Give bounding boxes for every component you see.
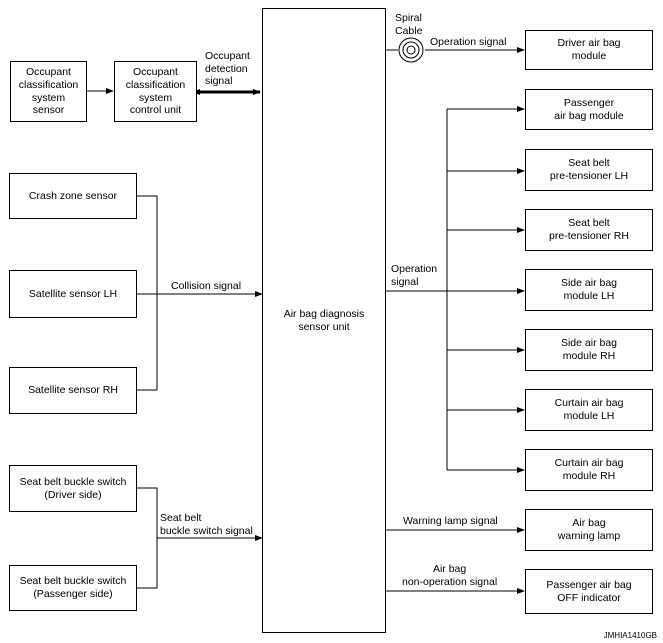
- side-airbag-lh-box: Side air bag module LH: [525, 269, 653, 311]
- box-text: Driver air bag: [557, 37, 621, 50]
- spiral-cable-icon: [398, 37, 424, 63]
- collision-bracket: [137, 195, 158, 391]
- figure-code: JMHIA1410GB: [603, 631, 657, 640]
- occupant-detection-signal-label: Occupant detection signal: [205, 50, 250, 88]
- box-text: OFF indicator: [557, 591, 621, 604]
- label-text: Seat belt: [160, 512, 202, 524]
- box-text: Occupant: [133, 66, 178, 79]
- non-operation-signal-label: Air bag non-operation signal: [402, 563, 497, 588]
- label-text: signal: [391, 275, 419, 288]
- box-text: Occupant: [26, 66, 71, 79]
- label-text: Occupant: [205, 50, 250, 62]
- curtain-airbag-rh-box: Curtain air bag module RH: [525, 449, 653, 491]
- box-text: warning lamp: [557, 530, 621, 542]
- box-text: Passenger air bag: [546, 578, 632, 591]
- box-text: module RH: [562, 470, 616, 482]
- driver-airbag-module-box: Driver air bag module: [525, 30, 653, 70]
- occupant-classification-sensor-box: Occupant classification system sensor: [10, 61, 87, 122]
- label-text: Cable: [395, 24, 423, 37]
- operation-signal-label: Operation signal: [391, 263, 437, 288]
- warning-lamp-signal-label: Warning lamp signal: [403, 515, 498, 528]
- collision-signal-label: Collision signal: [171, 280, 241, 293]
- side-airbag-rh-box: Side air bag module RH: [525, 329, 653, 371]
- curtain-airbag-lh-box: Curtain air bag module LH: [525, 389, 653, 431]
- label-text: detection: [205, 62, 248, 75]
- label-text: non-operation signal: [402, 575, 498, 588]
- buckle-bracket: [137, 487, 158, 589]
- occupant-control-unit-box: Occupant classification system control u…: [114, 61, 197, 122]
- box-text: Air bag: [572, 517, 606, 530]
- box-text: Curtain air bag: [554, 457, 624, 470]
- box-text: Curtain air bag: [554, 397, 624, 410]
- box-text: system: [31, 91, 66, 104]
- box-text: module: [571, 50, 607, 62]
- box-text: pre-tensioner LH: [549, 170, 629, 182]
- pretensioner-lh-box: Seat belt pre-tensioner LH: [525, 149, 653, 191]
- box-text: (Passenger side): [33, 588, 113, 600]
- box-text: Passenger: [563, 96, 615, 109]
- box-text: Crash zone sensor: [28, 189, 118, 202]
- box-text: Side air bag: [560, 337, 618, 350]
- label-text: Air bag: [432, 563, 467, 575]
- box-text: classification: [18, 78, 79, 91]
- box-text: Satellite sensor RH: [28, 384, 118, 397]
- box-text: air bag module: [554, 109, 624, 122]
- label-text: Operation signal: [430, 36, 507, 48]
- box-text: control unit: [129, 104, 182, 117]
- buckle-switch-signal-label: Seat belt buckle switch signal: [160, 512, 253, 537]
- passenger-airbag-off-indicator-box: Passenger air bag OFF indicator: [525, 569, 653, 614]
- buckle-switch-passenger-box: Seat belt buckle switch (Passenger side): [9, 565, 137, 611]
- box-text: Seat belt buckle switch: [19, 575, 127, 588]
- box-text: sensor unit: [298, 320, 350, 333]
- box-text: Seat belt buckle switch: [19, 475, 127, 488]
- passenger-airbag-module-box: Passenger air bag module: [525, 89, 653, 130]
- box-text: pre-tensioner RH: [549, 230, 629, 242]
- label-text: Collision signal: [171, 280, 242, 292]
- buckle-switch-driver-box: Seat belt buckle switch (Driver side): [9, 465, 137, 512]
- box-text: Seat belt: [568, 217, 610, 230]
- pretensioner-rh-box: Seat belt pre-tensioner RH: [525, 209, 653, 251]
- crash-zone-sensor-box: Crash zone sensor: [9, 173, 137, 219]
- box-text: Side air bag: [560, 277, 618, 290]
- box-text: classification: [125, 78, 186, 91]
- satellite-sensor-lh-box: Satellite sensor LH: [9, 270, 137, 318]
- label-text: Operation: [391, 263, 438, 275]
- operation-signal-top-label: Operation signal: [430, 36, 506, 49]
- label-text: buckle switch signal: [160, 524, 253, 537]
- box-text: module LH: [563, 410, 615, 422]
- box-text: Seat belt: [568, 157, 610, 170]
- box-text: Air bag diagnosis: [283, 307, 365, 320]
- airbag-diagnosis-sensor-unit-box: Air bag diagnosis sensor unit: [262, 8, 386, 633]
- box-text: (Driver side): [44, 488, 102, 501]
- satellite-sensor-rh-box: Satellite sensor RH: [9, 367, 137, 414]
- box-text: system: [138, 91, 173, 104]
- box-text: Satellite sensor LH: [28, 287, 118, 300]
- box-text: module RH: [562, 350, 616, 362]
- label-text: Warning lamp signal: [403, 515, 498, 527]
- label-text: Spiral: [395, 12, 422, 24]
- box-text: module LH: [563, 290, 615, 302]
- box-text: sensor: [32, 104, 65, 117]
- airbag-warning-lamp-box: Air bag warning lamp: [525, 509, 653, 551]
- spiral-cable-label: Spiral Cable: [395, 12, 422, 37]
- label-text: signal: [205, 75, 233, 88]
